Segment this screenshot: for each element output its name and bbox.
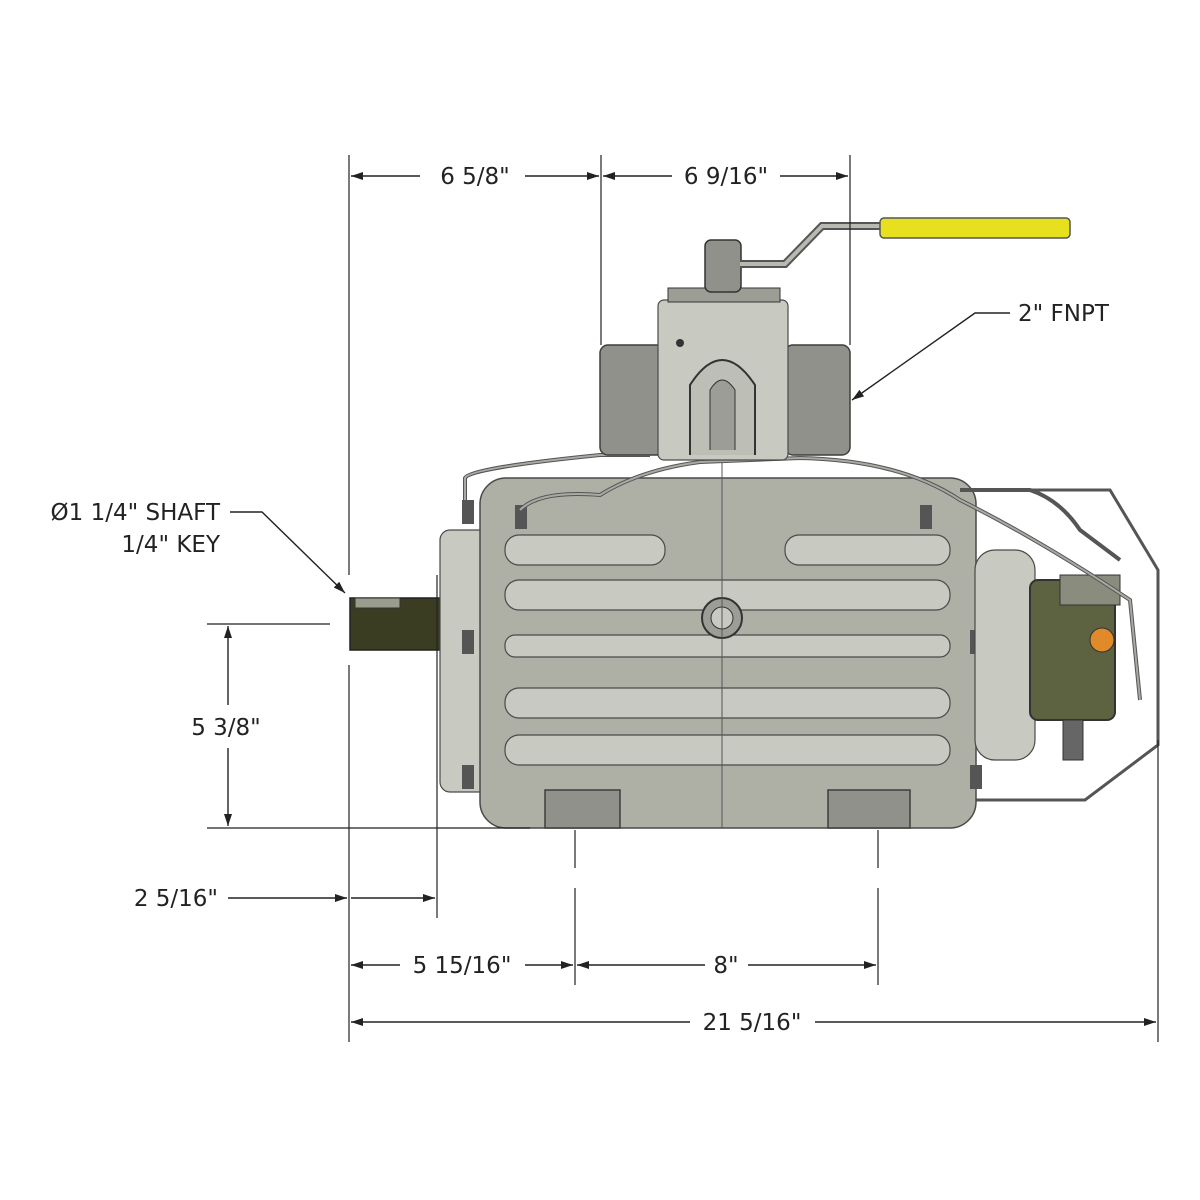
dim-foot-offset-label: 5 15/16" — [413, 953, 512, 979]
shaft-label: Ø1 1/4" SHAFT — [51, 500, 221, 526]
valve-port-right — [784, 344, 851, 456]
dimension-shaft-length: 2 5/16" — [134, 886, 435, 912]
dim-top-left-label: 6 5/8" — [440, 164, 510, 190]
rear-plate — [974, 549, 1036, 761]
callout-shaft: Ø1 1/4" SHAFT 1/4" KEY — [51, 500, 346, 594]
extension-lines — [207, 155, 1159, 1042]
dimension-shaft-height: 5 3/8" — [191, 626, 261, 826]
dimension-top-left: 6 5/8" — [351, 164, 599, 190]
valve-handle-grip — [879, 217, 1071, 239]
cooling-fins — [504, 534, 951, 766]
pump-illustration — [349, 217, 1160, 829]
dim-shaft-height-label: 5 3/8" — [191, 715, 261, 741]
valve-port-left — [599, 344, 666, 456]
dim-overall-length-label: 21 5/16" — [703, 1010, 802, 1036]
dimension-top-right: 6 9/16" — [603, 164, 848, 190]
wire-guard — [975, 488, 1160, 802]
dimension-foot-offset: 5 15/16" — [351, 953, 573, 979]
foot-right — [827, 789, 911, 829]
dimension-foot-spacing: 8" — [577, 953, 876, 979]
dim-top-right-label: 6 9/16" — [684, 164, 768, 190]
valve-lever — [740, 222, 885, 268]
key-label: 1/4" KEY — [121, 532, 221, 558]
valve-stem — [704, 239, 742, 293]
dim-foot-spacing-label: 8" — [713, 953, 738, 979]
callout-port: 2" FNPT — [851, 301, 1110, 401]
oil-fitting — [1089, 627, 1115, 653]
port-label: 2" FNPT — [1018, 301, 1110, 327]
dim-shaft-length-label: 2 5/16" — [134, 886, 218, 912]
dimension-overall-length: 21 5/16" — [351, 1010, 1156, 1036]
foot-left — [544, 789, 621, 829]
